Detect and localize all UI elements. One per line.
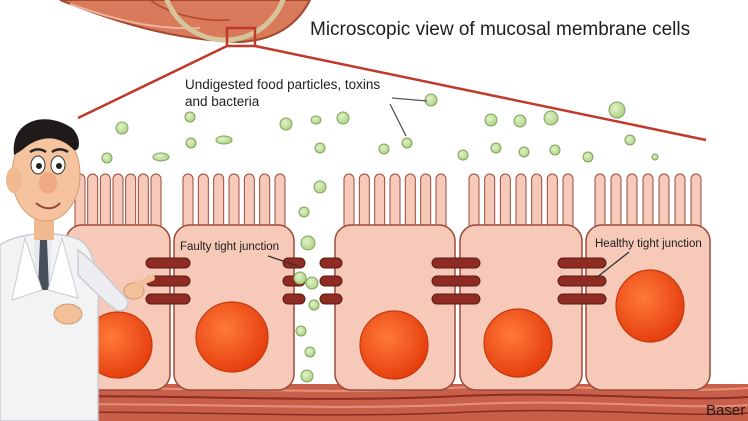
junction-strand <box>557 293 607 305</box>
food-particle <box>308 299 320 311</box>
food-particle <box>310 115 322 125</box>
junction-strand <box>282 293 306 305</box>
nucleus <box>615 269 685 343</box>
junction-strand <box>145 293 191 305</box>
junction-strand <box>431 293 481 305</box>
junction-strand <box>557 275 607 287</box>
nucleus <box>195 301 269 373</box>
food-particle <box>298 206 310 218</box>
zoom-line-left <box>77 44 228 120</box>
food-particle <box>624 134 636 146</box>
food-particle <box>490 142 502 154</box>
food-particle <box>424 93 438 107</box>
diagram-title: Microscopic view of mucosal membrane cel… <box>310 19 691 40</box>
food-particle <box>484 113 498 127</box>
food-particle <box>304 346 316 358</box>
food-pointer-1 <box>391 97 428 102</box>
healthy-tight-junction <box>557 257 607 305</box>
healthy-junction-label: Healthy tight junction <box>595 238 702 250</box>
doctor-character <box>0 119 155 421</box>
food-particle <box>401 137 413 149</box>
food-particle <box>115 121 129 135</box>
food-particle <box>378 143 390 155</box>
food-particle <box>300 369 314 383</box>
cells-layer <box>65 173 711 391</box>
food-particle <box>313 180 327 194</box>
junction-strand <box>145 257 191 269</box>
epithelial-cell <box>334 173 456 391</box>
zoom-line-right <box>254 44 707 142</box>
food-particle <box>513 114 527 128</box>
food-pointer-2 <box>389 103 407 137</box>
magnifier-lens <box>164 0 286 43</box>
food-particle <box>582 151 594 163</box>
food-particle <box>457 149 469 161</box>
food-particle <box>549 144 561 156</box>
faulty-pointer <box>267 255 299 267</box>
food-particle <box>543 110 559 126</box>
junction-strand <box>282 257 306 269</box>
junction-strand <box>319 293 343 305</box>
food-particle <box>314 142 326 154</box>
healthy-pointer <box>595 251 630 279</box>
food-particle <box>101 152 113 164</box>
food-particle <box>293 271 307 285</box>
junction-strand <box>557 257 607 269</box>
food-particle <box>184 111 196 123</box>
food-particle <box>215 135 233 145</box>
healthy-tight-junction <box>145 257 191 305</box>
nucleus <box>359 310 429 380</box>
junction-strand <box>431 275 481 287</box>
junction-strand <box>319 257 343 269</box>
food-particle <box>336 111 350 125</box>
faulty-tight-junction <box>319 257 343 305</box>
basement-label: Baser <box>706 402 746 419</box>
food-particle <box>651 153 659 161</box>
food-particle <box>608 101 626 119</box>
particles-layer <box>101 93 659 383</box>
zoom-box <box>225 26 257 48</box>
junction-strand <box>319 275 343 287</box>
epithelial-cell <box>585 173 711 391</box>
healthy-tight-junction <box>431 257 481 305</box>
junction-strand <box>431 257 481 269</box>
food-particle <box>305 276 319 290</box>
food-particle <box>295 325 307 337</box>
nucleus <box>483 308 553 378</box>
food-particle <box>279 117 293 131</box>
faulty-junction-label: Faulty tight junction <box>180 241 280 253</box>
food-particle <box>152 152 170 162</box>
epithelial-cell <box>459 173 583 391</box>
food-particle <box>518 146 530 158</box>
epithelial-cell <box>173 173 295 391</box>
food-particle <box>185 137 197 149</box>
food-particles-label: Undigested food particles, toxins and ba… <box>185 77 381 109</box>
food-particle <box>300 235 316 251</box>
